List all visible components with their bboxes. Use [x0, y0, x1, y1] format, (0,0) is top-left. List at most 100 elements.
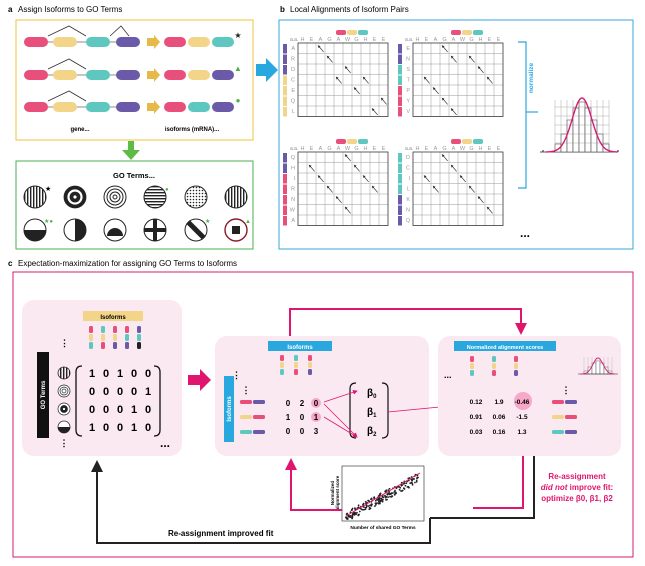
col-letter: A	[337, 146, 341, 152]
mid-isoform-icons: ⋮	[240, 355, 312, 434]
improved-fit-arrow	[91, 460, 431, 544]
col-letter: W	[345, 37, 351, 43]
col-letter: G	[442, 37, 446, 43]
col-letter: E	[382, 37, 386, 43]
go-terms-side-label: GO Terms	[41, 380, 47, 409]
matrix-cell: 0	[117, 386, 123, 398]
scatter-inset	[341, 465, 425, 522]
row-letter: R	[291, 187, 295, 193]
matrix-cell: 0	[103, 386, 109, 398]
svg-text:...: ...	[444, 370, 452, 380]
col-letter: G	[354, 37, 358, 43]
star-icon: ★	[45, 185, 51, 193]
matrix-cell: 0	[145, 368, 151, 380]
row-letter: V	[406, 109, 410, 115]
score-cell: -1.5	[516, 414, 528, 421]
score-cell: 0.06	[493, 414, 506, 421]
beta-label: β0	[367, 388, 377, 400]
vertical-ellipsis: ⋮	[242, 385, 251, 395]
row-letter: A	[291, 46, 295, 52]
dot-icon: ●	[165, 187, 169, 193]
matrix-cell: 0	[117, 404, 123, 416]
matrix-cell: 1	[117, 368, 123, 380]
exon	[86, 70, 110, 80]
row-letter: I	[408, 176, 410, 182]
row-letter: T	[407, 78, 411, 84]
row-letter: P	[406, 88, 410, 94]
aa-label: a.a.	[290, 146, 298, 152]
score-isoform-icons: ⋮	[470, 356, 577, 434]
col-letter: A	[452, 37, 456, 43]
isoform-exon	[188, 102, 210, 112]
col-letter: A	[434, 37, 438, 43]
col-letter: H	[416, 146, 420, 152]
beta-label: β2	[367, 426, 377, 438]
scores-header-label: Normalized alignment scores	[467, 345, 543, 351]
col-letter: E	[373, 146, 377, 152]
col-letter: A	[337, 37, 341, 43]
matrix-cell: 0	[103, 422, 109, 434]
col-letter: H	[301, 37, 305, 43]
col-letter: E	[497, 146, 501, 152]
score-cell: 0.03	[470, 429, 483, 436]
bell-curve-histogram	[540, 97, 619, 153]
col-letter: H	[301, 146, 305, 152]
mid-matrix-cell: 1	[314, 413, 319, 422]
panel-a-title: Assign Isoforms to GO Terms	[18, 5, 122, 14]
col-letter: E	[310, 146, 314, 152]
scatter-points	[345, 472, 421, 520]
matrix-cell: 0	[103, 404, 109, 416]
matrix-cell: 0	[117, 422, 123, 434]
go-terms-title: GO Terms...	[113, 171, 155, 180]
mid-matrix-cell: 0	[300, 427, 305, 436]
col-letter: G	[469, 37, 473, 43]
col-letter: G	[327, 37, 331, 43]
panel-b-letter: b	[280, 5, 285, 14]
reassign-yes-label: Re-assignment improved fit	[168, 529, 274, 538]
matrix-ellipsis: ...	[160, 436, 170, 450]
row-letter: D	[291, 67, 295, 73]
matrix-cell: 0	[145, 422, 151, 434]
go-marker-icon: ▲	[234, 64, 242, 73]
mid-matrix-cell: 0	[300, 413, 305, 422]
go-terms-box	[15, 160, 254, 250]
scatter-ylabel-1: Normalized	[330, 481, 335, 506]
row-letter: Y	[406, 99, 410, 105]
isoforms-label: isoforms (mRNA)...	[165, 127, 220, 133]
aa-label: a.a.	[405, 146, 413, 152]
col-letter: A	[319, 146, 323, 152]
exon	[24, 37, 48, 47]
go-marker-icon: ★	[234, 31, 241, 40]
col-letter: E	[382, 146, 386, 152]
exon	[86, 102, 110, 112]
isoform-exon	[212, 70, 234, 80]
isoform-exon	[164, 37, 186, 47]
row-letter: S	[406, 67, 410, 73]
gene-rows: ★▲●	[24, 25, 242, 114]
go-terms-side-bar	[37, 352, 49, 438]
panel-b-title: Local Alignments of Isoform Pairs	[290, 5, 409, 14]
col-letter: E	[497, 37, 501, 43]
col-letter: E	[488, 146, 492, 152]
row-letter: I	[293, 176, 295, 182]
panel-a-letter: a	[8, 5, 13, 14]
gold-arrow-icon	[147, 100, 160, 114]
down-arrow-icon	[122, 141, 140, 160]
isoforms-header-bar	[83, 311, 143, 321]
row-letter: Q	[406, 218, 411, 224]
score-cell: 0.91	[470, 414, 483, 421]
initial-assignment-box	[22, 300, 182, 456]
col-letter: E	[310, 37, 314, 43]
exon	[53, 70, 77, 80]
row-letter: C	[406, 166, 410, 172]
model-box	[215, 336, 429, 456]
reassign-no-line2: did not improve fit:	[541, 483, 613, 492]
star-icon: ★	[205, 218, 210, 225]
row-letter: N	[291, 197, 295, 203]
